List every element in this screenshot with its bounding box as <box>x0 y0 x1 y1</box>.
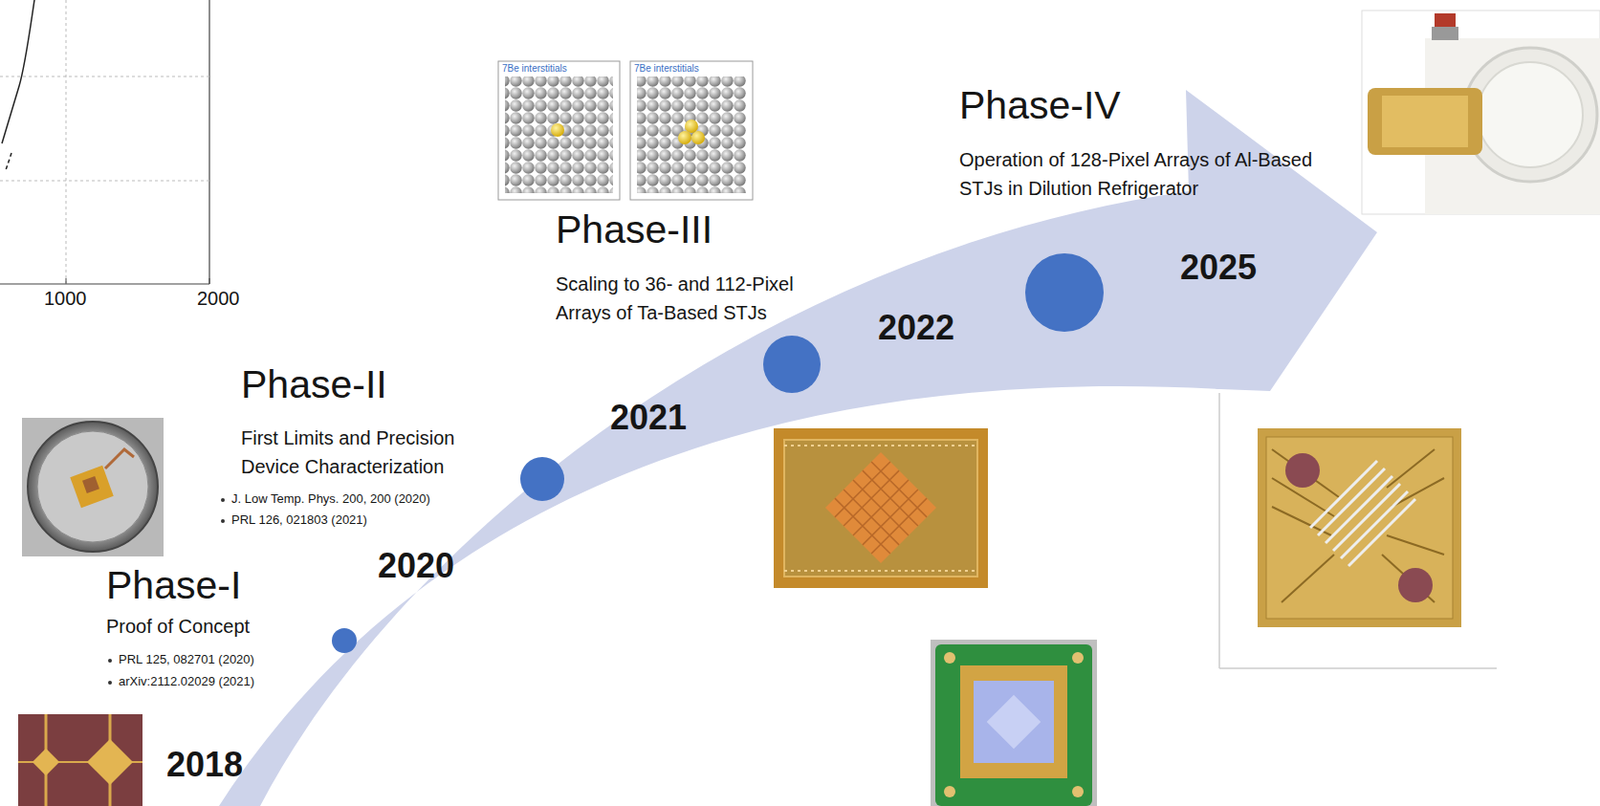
bullet-dot <box>220 519 225 524</box>
year-label: 2020 <box>377 545 455 587</box>
axis-tick-label: 2000 <box>197 286 241 310</box>
phase-description: First Limits and Precision Device Charac… <box>241 423 519 482</box>
reference: PRL 125, 082701 (2020) <box>118 652 255 668</box>
axis-tick-label: 1000 <box>43 286 88 310</box>
reference: J. Low Temp. Phys. 200, 200 (2020) <box>231 491 431 507</box>
phase-description: Scaling to 36- and 112-Pixel Arrays of T… <box>555 269 833 328</box>
picture-caption: 7Be interstitials <box>634 63 700 75</box>
year-label: 2025 <box>1180 246 1257 288</box>
phase-heading: Phase-IV <box>959 82 1121 130</box>
milestone-dot <box>1025 253 1104 332</box>
bullet-dot <box>108 658 112 663</box>
year-label: 2021 <box>610 396 687 439</box>
pcb-photo <box>930 639 1097 806</box>
phase-description: Operation of 128-Pixel Arrays of Al-Base… <box>959 145 1342 203</box>
milestone-dot <box>331 628 357 654</box>
bullet-dot <box>220 498 225 503</box>
year-label: 2022 <box>877 306 955 349</box>
chip-photo <box>18 714 143 806</box>
timeline-arrow <box>219 89 1378 806</box>
photo-frame <box>1219 393 1497 669</box>
reference: arXiv:2112.02029 (2021) <box>118 674 255 690</box>
milestone-dot <box>763 335 821 394</box>
chip-photo <box>1257 428 1462 628</box>
phase-description: Proof of Concept <box>106 614 250 638</box>
lattice-picture <box>498 61 753 200</box>
phase-heading: Phase-III <box>555 206 713 254</box>
milestone-dot <box>520 457 565 502</box>
phase-heading: Phase-I <box>106 562 242 610</box>
chart-fragment <box>0 0 210 285</box>
year-label: 2018 <box>166 744 243 786</box>
picture-caption: 7Be interstitials <box>502 63 568 75</box>
phase-heading: Phase-II <box>241 361 388 409</box>
reference: PRL 126, 021803 (2021) <box>231 512 368 528</box>
bullet-dot <box>108 680 112 685</box>
chip-photo <box>773 428 988 589</box>
instrument-photo <box>1361 10 1600 215</box>
mount-photo <box>21 417 164 557</box>
